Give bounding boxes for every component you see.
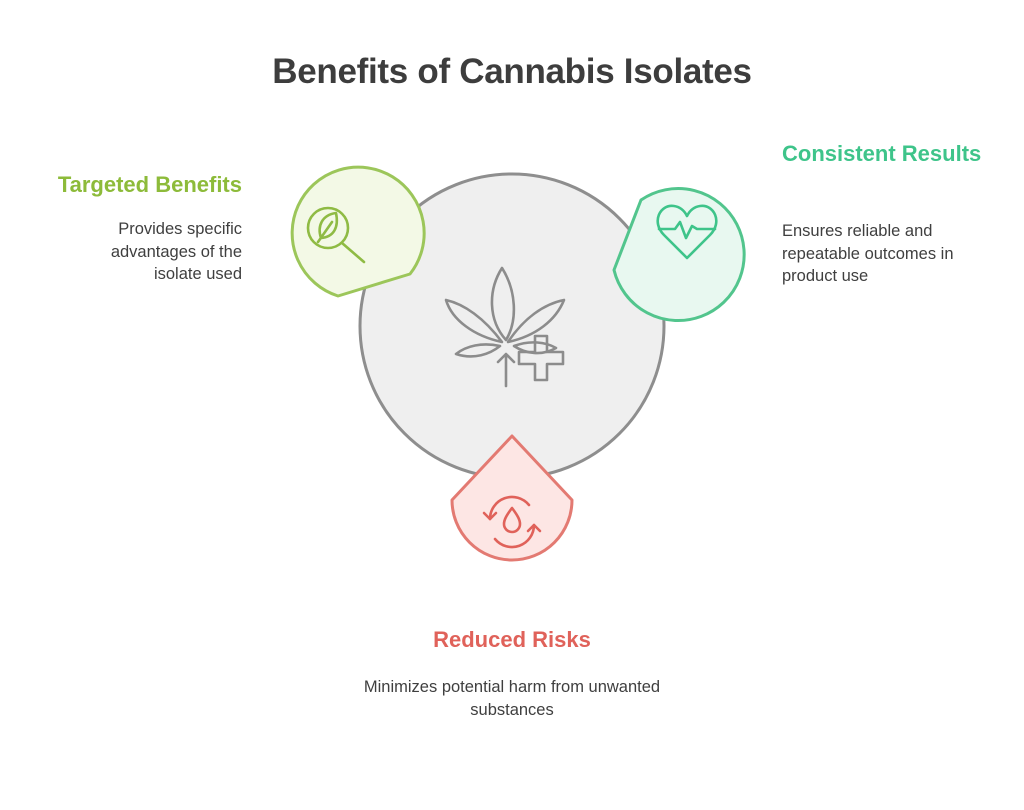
heart-pulse-icon — [656, 204, 718, 260]
targeted-benefits-pin — [290, 165, 426, 298]
reduced-risks-description: Minimizes potential harm from unwanted s… — [363, 678, 661, 719]
consistent-results-pin — [612, 187, 746, 323]
diagram-title: Benefits of Cannabis Isolates — [272, 52, 752, 91]
cannabis-leaf-medical-cross-icon — [444, 266, 566, 388]
reduced-risks-heading: Reduced Risks — [433, 627, 591, 652]
targeted-benefits-heading: Targeted Benefits — [57, 172, 242, 197]
targeted-benefits-description: Provides specific advantages of the isol… — [110, 220, 242, 283]
consistent-results-heading: Consistent Results — [782, 141, 982, 166]
leaf-magnifier-icon — [306, 206, 366, 264]
drop-cycle-icon — [482, 495, 542, 549]
consistent-results-description: Ensures reliable and repeatable outcomes… — [782, 222, 954, 285]
